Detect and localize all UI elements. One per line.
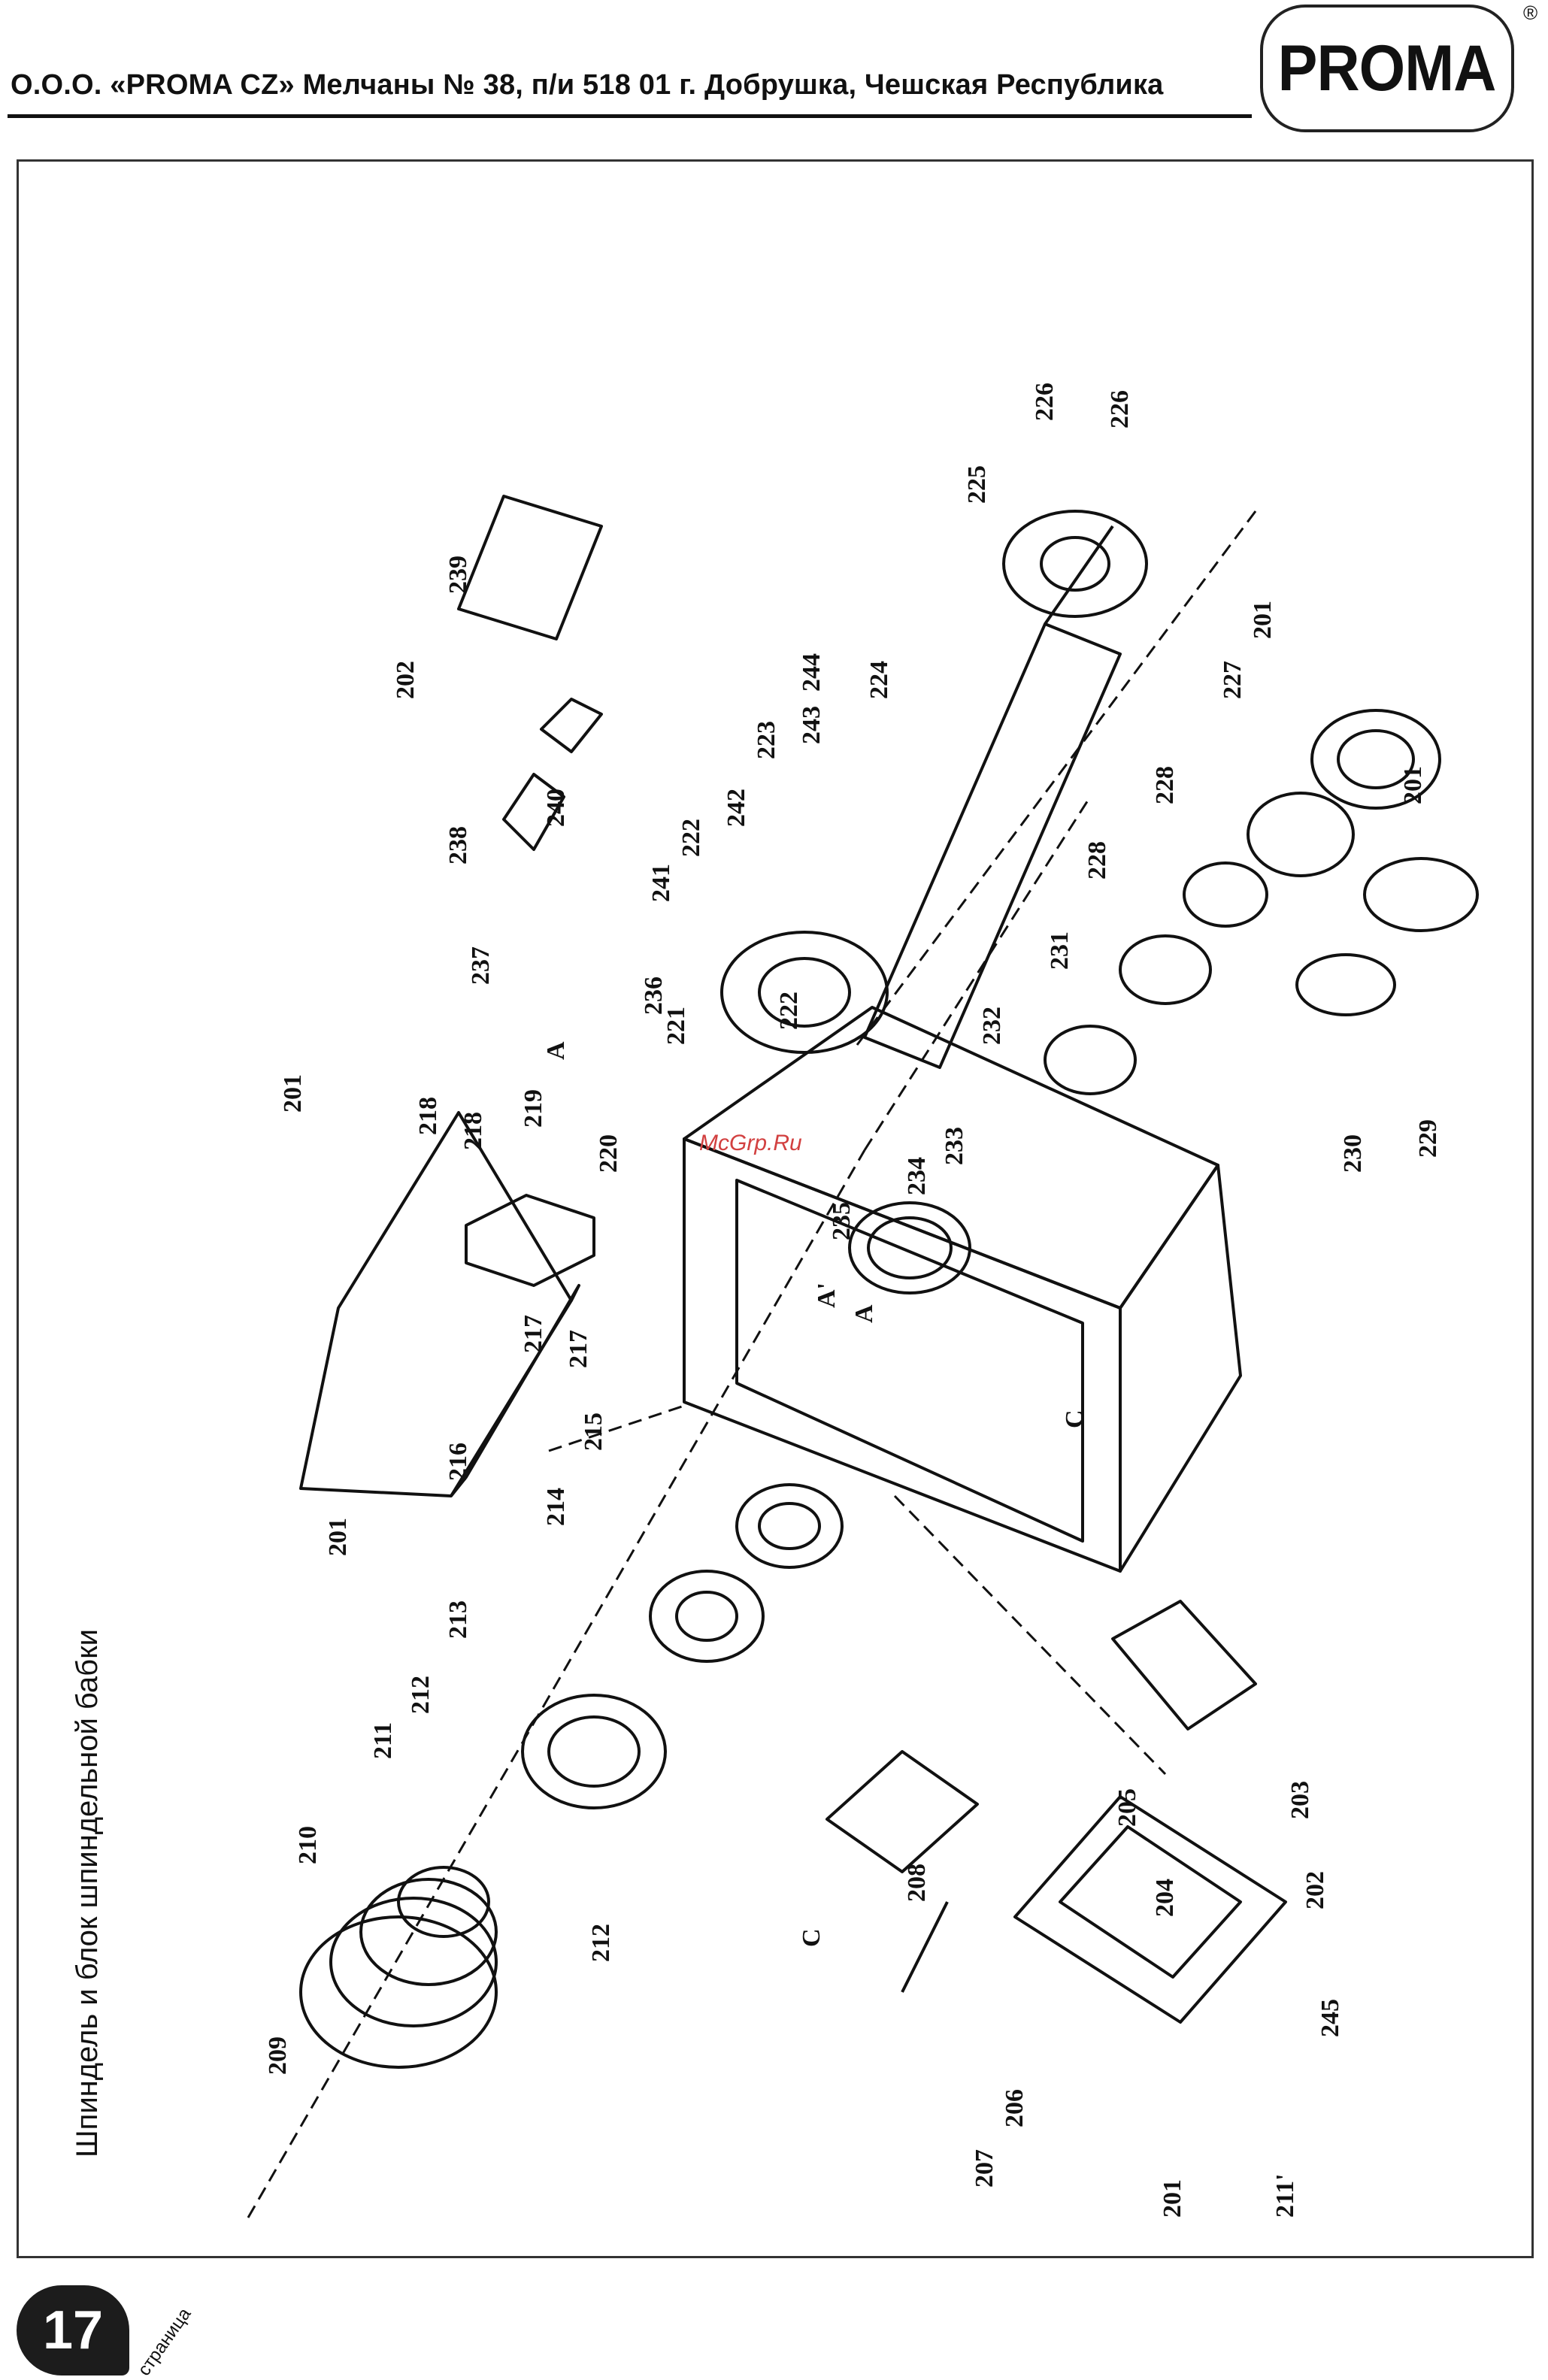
- shaft-207: [901, 1901, 949, 1993]
- logo-text: PROMA: [1278, 32, 1497, 104]
- proma-logo: PROMA: [1260, 5, 1514, 132]
- label-222a: 222: [677, 819, 705, 857]
- label-245: 245: [1316, 1999, 1344, 2037]
- page-number: 17: [42, 2300, 104, 2360]
- label-A-2: A: [850, 1304, 878, 1323]
- label-214: 214: [542, 1488, 570, 1526]
- bearing-housing-213: [521, 1694, 667, 1809]
- top-cover: [299, 1111, 580, 1497]
- label-240: 240: [542, 789, 570, 827]
- label-233: 233: [941, 1127, 968, 1165]
- label-225: 225: [963, 465, 991, 504]
- label-231: 231: [1046, 931, 1074, 970]
- label-207: 207: [971, 2149, 998, 2188]
- label-208: 208: [903, 1864, 931, 1902]
- headstock-housing: [683, 1006, 1242, 1573]
- gear-214: [649, 1483, 844, 1663]
- label-211: 211: [369, 1722, 397, 1759]
- label-201d: 201: [1399, 766, 1427, 804]
- label-227: 227: [1219, 661, 1247, 699]
- label-238: 238: [444, 826, 472, 864]
- label-239: 239: [444, 556, 472, 594]
- block-208: [825, 1750, 979, 1873]
- label-201e: 201: [1159, 2179, 1186, 2218]
- page-number-badge: 17: [17, 2285, 129, 2375]
- label-217a: 217: [520, 1315, 547, 1353]
- label-228b: 228: [1083, 841, 1111, 880]
- label-219: 219: [520, 1089, 547, 1128]
- label-202b: 202: [1301, 1871, 1329, 1909]
- label-A-1: A: [542, 1041, 570, 1060]
- spindle: [863, 510, 1148, 1069]
- label-215: 215: [580, 1413, 607, 1451]
- label-C-2: C: [798, 1928, 825, 1947]
- label-217b: 217: [565, 1330, 592, 1368]
- label-201c: 201: [1249, 601, 1277, 639]
- label-223: 223: [753, 721, 780, 759]
- label-C-1: C: [1061, 1410, 1089, 1428]
- block-220: [465, 1194, 595, 1287]
- label-212b: 212: [587, 1924, 615, 1962]
- label-206: 206: [1001, 2089, 1028, 2127]
- label-236: 236: [640, 977, 668, 1015]
- label-224: 224: [865, 661, 893, 699]
- label-235: 235: [828, 1202, 856, 1240]
- label-220: 220: [595, 1134, 623, 1173]
- label-243: 243: [798, 706, 825, 744]
- label-234: 234: [903, 1157, 931, 1195]
- label-218b: 218: [459, 1112, 487, 1150]
- label-212: 212: [407, 1676, 435, 1714]
- label-237: 237: [467, 946, 495, 985]
- label-202a: 202: [392, 661, 420, 699]
- label-242: 242: [723, 789, 750, 827]
- label-201b: 201: [279, 1074, 307, 1113]
- registered-mark: ®: [1523, 2, 1538, 24]
- label-216: 216: [444, 1443, 472, 1481]
- label-213: 213: [444, 1600, 472, 1639]
- label-218a: 218: [414, 1097, 442, 1135]
- label-244: 244: [798, 653, 825, 692]
- motor-203: [1111, 1600, 1257, 1730]
- exploded-parts-diagram: 209 210 211 212 212 213 214 215 216 201 …: [247, 383, 1479, 2218]
- label-230: 230: [1339, 1134, 1367, 1173]
- label-210: 210: [294, 1826, 322, 1864]
- label-222b: 222: [775, 992, 803, 1030]
- label-241: 241: [647, 864, 675, 902]
- label-228a: 228: [1151, 766, 1179, 804]
- label-226a: 226: [1031, 383, 1059, 421]
- plate-245: [1013, 1795, 1287, 2024]
- label-226b: 226: [1106, 390, 1134, 428]
- bearing-row: [1044, 709, 1479, 1095]
- company-address: О.О.О. «PROMA CZ» Мелчаны № 38, п/и 518 …: [11, 69, 1164, 101]
- label-A-prime: A': [813, 1282, 841, 1308]
- pulley-210: [299, 1866, 498, 2069]
- bracket-237: [502, 698, 603, 851]
- part-labels: 209 210 211 212 212 213 214 215 216 201 …: [264, 383, 1442, 2218]
- label-211prime: 211': [1271, 2173, 1299, 2218]
- flange-223: [720, 931, 889, 1054]
- watermark: McGrp.Ru: [699, 1131, 802, 1155]
- guard-239: [457, 495, 603, 640]
- label-232: 232: [978, 1007, 1006, 1045]
- figure-frame: [17, 159, 1534, 2258]
- label-201a: 201: [324, 1518, 352, 1556]
- label-209: 209: [264, 2036, 292, 2075]
- figure-title: Шпиндель и блок шпиндельной бабки: [71, 1629, 104, 2157]
- header-rule: [8, 114, 1252, 118]
- page-word: страница: [134, 2304, 195, 2380]
- label-204: 204: [1151, 1879, 1179, 1917]
- label-203: 203: [1286, 1781, 1314, 1819]
- label-205: 205: [1113, 1788, 1141, 1827]
- label-229: 229: [1414, 1119, 1442, 1158]
- label-221: 221: [662, 1007, 690, 1045]
